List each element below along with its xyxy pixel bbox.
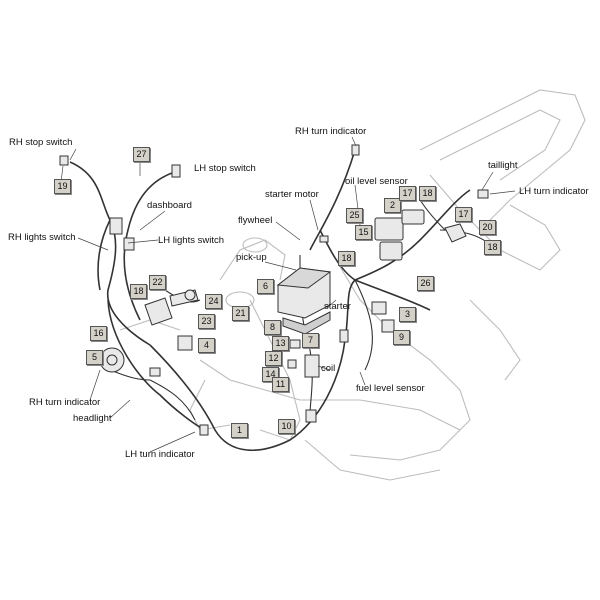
callout-12: 12 [265,351,282,366]
callout-27: 27 [133,147,150,162]
label-dashboard: dashboard [147,200,192,211]
label-rh-stop-switch: RH stop switch [9,137,73,148]
callout-11: 11 [272,377,289,392]
callout-17: 17 [455,207,472,222]
components [59,144,489,436]
callout-13: 13 [272,336,289,351]
label-pick-up: pick-up [236,252,267,263]
label-taillight: taillight [488,160,518,171]
callout-22: 22 [149,275,166,290]
label-starter: starter [324,301,351,312]
callout-20: 20 [479,220,496,235]
callout-8: 8 [264,320,281,335]
callout-18: 18 [130,284,147,299]
leader-lines [60,136,516,453]
label-flywheel: flywheel [238,215,273,226]
label-lh-turn-indicator-front: LH turn indicator [125,449,195,460]
callout-10: 10 [278,419,295,434]
callout-18: 18 [484,240,501,255]
label-rh-turn-indicator-top: RH turn indicator [295,126,367,137]
label-lh-lights-switch: LH lights switch [158,235,224,246]
callout-23: 23 [198,314,215,329]
callout-15: 15 [355,225,372,240]
callout-2: 2 [384,198,401,213]
label-fuel-level-sensor: fuel level sensor [356,383,425,394]
label-oil-level-sensor: oil level sensor [345,176,408,187]
callout-7: 7 [302,333,319,348]
callout-25: 25 [346,208,363,223]
callout-19: 19 [54,179,71,194]
label-starter-motor: starter motor [265,189,319,200]
coil [304,354,320,378]
label-lh-turn-indicator-rear: LH turn indicator [519,186,589,197]
callout-1: 1 [231,423,248,438]
callout-16: 16 [90,326,107,341]
callout-21: 21 [232,306,249,321]
label-headlight: headlight [73,413,112,424]
callout-24: 24 [205,294,222,309]
regulator [374,217,404,241]
callout-18: 18 [419,186,436,201]
label-coil: coil [321,363,336,374]
callout-18: 18 [338,251,355,266]
callout-17: 17 [399,186,416,201]
label-lh-stop-switch: LH stop switch [194,163,256,174]
callout-3: 3 [399,307,416,322]
callout-6: 6 [257,279,274,294]
label-rh-turn-indicator-front: RH turn indicator [29,397,101,408]
label-rh-lights-switch: RH lights switch [8,232,76,243]
callout-9: 9 [393,330,410,345]
wiring-harness [69,149,491,451]
callout-26: 26 [417,276,434,291]
callout-5: 5 [86,350,103,365]
callout-4: 4 [198,338,215,353]
